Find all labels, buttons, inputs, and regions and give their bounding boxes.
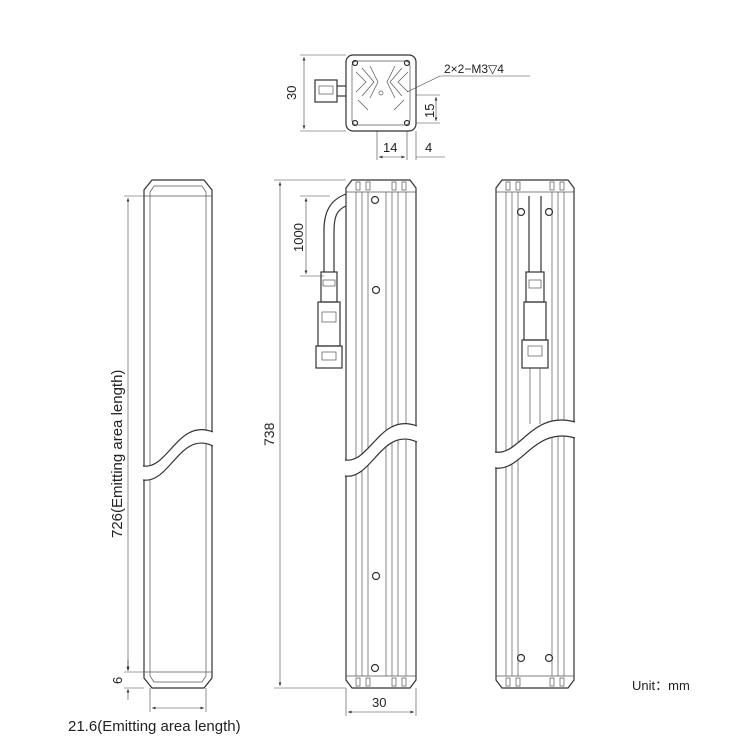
label-hole-offset-14: 14 [383, 140, 397, 155]
front-view [124, 179, 214, 712]
depth-symbol: ▽ [488, 62, 498, 76]
label-hole-offset-15: 15 [422, 104, 437, 118]
back-view [494, 179, 576, 689]
label-cable-length: 1000 [291, 223, 306, 252]
mount-holes-spec: 2×2−M3 [444, 62, 488, 76]
depth-value: 4 [497, 62, 504, 76]
end-view [300, 54, 530, 160]
side-view [274, 179, 418, 716]
label-hole-edge-4: 4 [425, 140, 432, 155]
label-emitting-width: 21.6(Emitting area length) [68, 718, 241, 735]
label-unit: Unit：mm [632, 678, 690, 693]
label-body-width: 30 [372, 695, 386, 710]
label-emitting-length: 726(Emitting area length) [109, 370, 126, 538]
label-total-length: 738 [261, 422, 277, 446]
label-top-height: 30 [284, 86, 299, 100]
label-mount-holes: 2×2−M3▽4 [444, 62, 504, 76]
label-end-offset: 6 [110, 677, 125, 684]
